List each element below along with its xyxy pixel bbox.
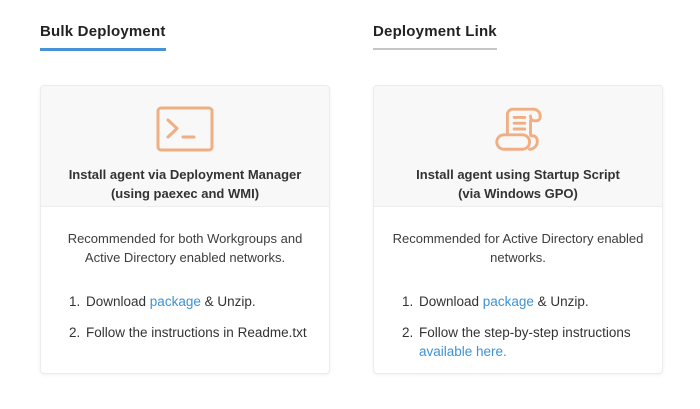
scroll-icon bbox=[491, 101, 545, 157]
card-deployment-manager-header: Install agent via Deployment Manager (us… bbox=[41, 86, 329, 207]
step-text: Download package & Unzip. bbox=[419, 292, 654, 311]
card-title-line1: Install agent using Startup Script bbox=[416, 167, 620, 182]
card-body: Recommended for Active Directory enabled… bbox=[374, 207, 662, 361]
package-link[interactable]: package bbox=[482, 294, 534, 309]
steps-list: 1. Download package & Unzip. 2. Follow t… bbox=[382, 292, 654, 361]
step-text: Follow the instructions in Readme.txt bbox=[86, 323, 321, 342]
card-description: Recommended for both Workgroups and Acti… bbox=[67, 231, 303, 265]
card-startup-script: Install agent using Startup Script (via … bbox=[373, 85, 663, 374]
step-number: 2. bbox=[69, 325, 81, 340]
step-item: 1. Download package & Unzip. bbox=[69, 292, 321, 311]
tab-bulk-deployment[interactable]: Bulk Deployment bbox=[40, 23, 166, 51]
step-item: 2. Follow the instructions in Readme.txt bbox=[69, 323, 321, 342]
card-title-line1: Install agent via Deployment Manager bbox=[68, 167, 302, 182]
card-title: Install agent via Deployment Manager (us… bbox=[69, 165, 302, 203]
card-title: Install agent using Startup Script (via … bbox=[416, 165, 620, 203]
step-text-pre: Download bbox=[86, 294, 150, 309]
tab-deployment-link[interactable]: Deployment Link bbox=[373, 23, 497, 50]
package-link[interactable]: package bbox=[149, 294, 201, 309]
step-text: Download package & Unzip. bbox=[86, 292, 321, 311]
step-text-pre: Follow the step-by-step instructions bbox=[419, 325, 631, 340]
terminal-icon bbox=[156, 101, 214, 157]
card-deployment-manager: Install agent via Deployment Manager (us… bbox=[40, 85, 330, 374]
card-title-line2: (using paexec and WMI) bbox=[110, 186, 260, 201]
step-text: Follow the step-by-step instructions ava… bbox=[419, 323, 654, 361]
step-text-post: & Unzip. bbox=[200, 294, 256, 309]
available-here-link[interactable]: available here. bbox=[419, 344, 507, 359]
steps-list: 1. Download package & Unzip. 2. Follow t… bbox=[49, 292, 321, 342]
tab-bulk-deployment-label: Bulk Deployment bbox=[40, 23, 166, 51]
card-startup-script-header: Install agent using Startup Script (via … bbox=[374, 86, 662, 207]
step-text-pre: Follow the instructions in Readme.txt bbox=[86, 325, 307, 340]
card-title-line2: (via Windows GPO) bbox=[458, 186, 578, 201]
step-number: 2. bbox=[402, 325, 414, 340]
step-item: 2. Follow the step-by-step instructions … bbox=[402, 323, 654, 361]
step-number: 1. bbox=[402, 294, 414, 309]
card-body: Recommended for both Workgroups and Acti… bbox=[41, 207, 329, 342]
step-text-pre: Download bbox=[419, 294, 483, 309]
tab-deployment-link-label: Deployment Link bbox=[373, 23, 497, 50]
step-item: 1. Download package & Unzip. bbox=[402, 292, 654, 311]
step-text-post: & Unzip. bbox=[533, 294, 589, 309]
card-description: Recommended for Active Directory enabled… bbox=[392, 231, 644, 265]
step-number: 1. bbox=[69, 294, 81, 309]
